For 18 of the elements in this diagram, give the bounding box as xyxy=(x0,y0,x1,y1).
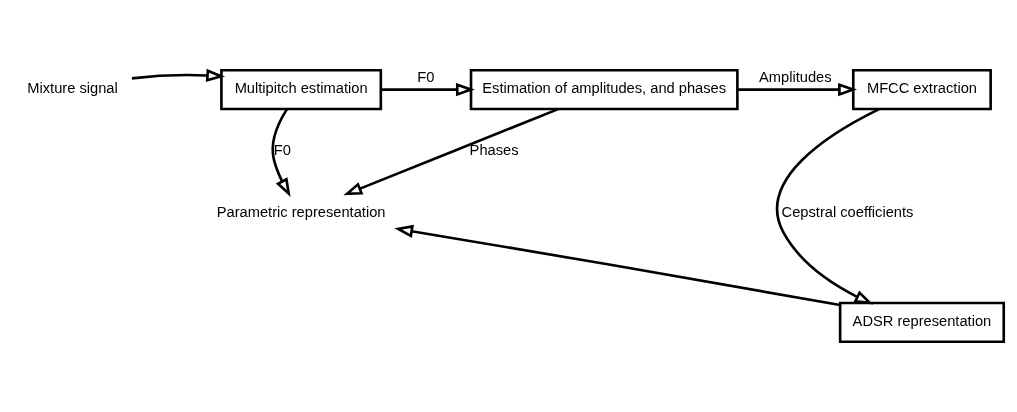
edge-label: Phases xyxy=(469,142,519,159)
arrow xyxy=(131,68,226,83)
arrow xyxy=(737,82,857,97)
node-text: Parametric representation xyxy=(216,204,386,221)
node-box: Multipitch estimation xyxy=(220,68,383,111)
node-box: Estimation of amplitudes, and phases xyxy=(469,68,739,111)
node-box: ADSR representation xyxy=(838,301,1006,344)
edge-label: F0 xyxy=(273,142,291,159)
arrow xyxy=(394,224,841,307)
arrow xyxy=(775,107,880,305)
arrow xyxy=(381,82,475,97)
node-box: MFCC extraction xyxy=(851,68,992,111)
edge-label: F0 xyxy=(417,69,435,86)
arrow xyxy=(343,107,559,196)
edge-label: Cepstral coefficients xyxy=(781,204,914,221)
node-text: Mixture signal xyxy=(27,80,118,97)
edge-label: Amplitudes xyxy=(759,69,832,86)
arrow xyxy=(271,108,291,198)
